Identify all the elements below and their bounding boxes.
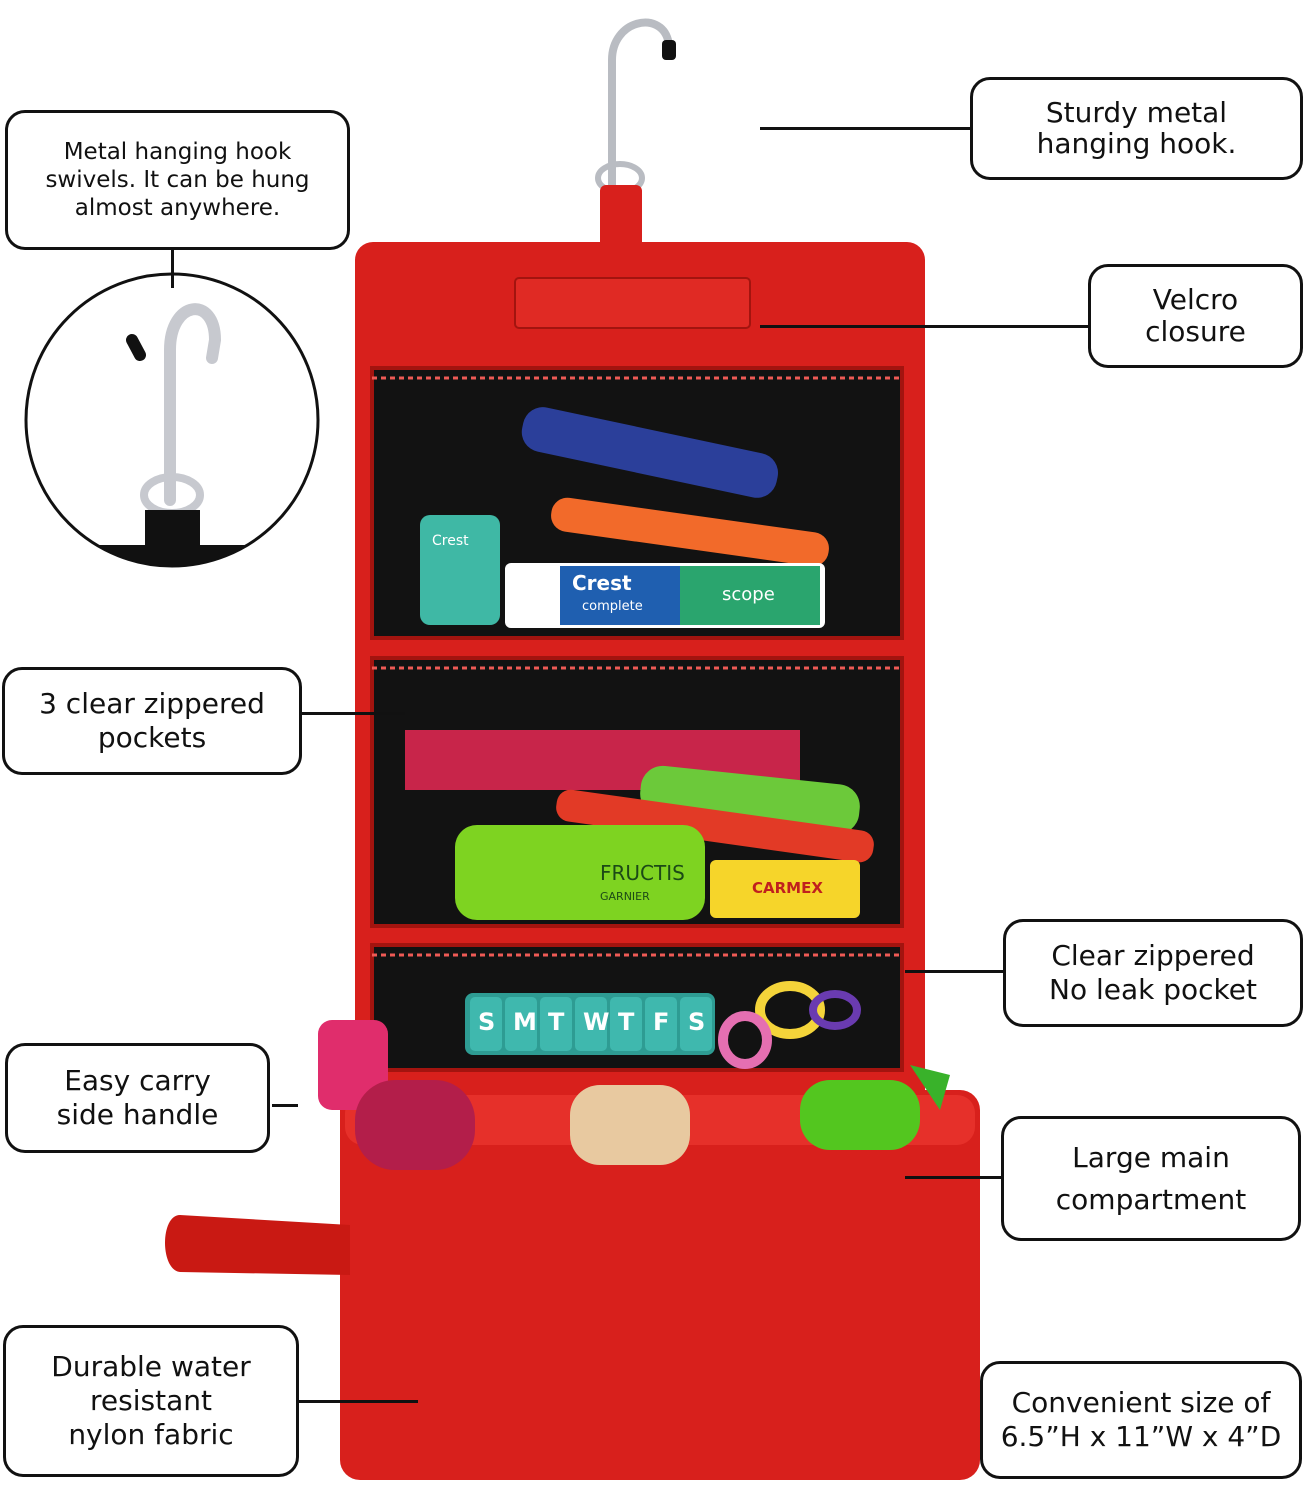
leader-fabric: [298, 1400, 418, 1403]
pill-compartment: [645, 997, 677, 1051]
bag-flap: [355, 242, 925, 1112]
leader-side-handle: [272, 1104, 298, 1107]
shampoo-brand-text: FRUCTIS: [600, 861, 685, 885]
pill-compartment: [610, 997, 642, 1051]
pill-compartment: [680, 997, 712, 1051]
lip-balm-text: CARMEX: [752, 879, 823, 897]
callout-hook-swivel: Metal hanging hook swivels. It can be hu…: [5, 110, 350, 250]
bag-base: [165, 1020, 980, 1480]
toothpaste-scope-text: scope: [722, 584, 775, 605]
pill-day-letter: S: [688, 1008, 705, 1036]
shampoo-maker-text: GARNIER: [600, 890, 650, 903]
leader-main-compartment: [905, 1176, 1003, 1179]
callout-sturdy-hook: Sturdy metal hanging hook.: [970, 77, 1303, 180]
pill-compartment: [540, 997, 572, 1051]
hanging-hook: [595, 18, 676, 250]
pill-day-letter: F: [653, 1008, 669, 1036]
pill-day-letter: S: [478, 1008, 495, 1036]
pill-compartment: [575, 997, 607, 1051]
leader-no-leak: [905, 970, 1005, 973]
leader-zippered-pockets: [300, 712, 405, 715]
callout-zippered-pockets: 3 clear zippered pockets: [2, 667, 302, 775]
leader-sturdy-hook: [760, 127, 972, 130]
callout-velcro: Velcro closure: [1088, 264, 1303, 368]
pill-compartment: [470, 997, 502, 1051]
toothpaste-brand-text: Crest: [572, 571, 632, 595]
leader-hook-swivel: [171, 248, 174, 288]
pill-day-letter: W: [583, 1008, 609, 1036]
floss-brand-text: Crest: [432, 533, 469, 549]
callout-size: Convenient size of 6.5”H x 11”W x 4”D: [980, 1361, 1302, 1479]
toothpaste-sub-text: complete: [582, 599, 643, 614]
callout-fabric: Durable water resistant nylon fabric: [3, 1325, 299, 1477]
pill-day-letter: T: [548, 1008, 565, 1036]
callout-main-compartment: Large main compartment: [1001, 1116, 1301, 1241]
pocket-2-items: FRUCTIS GARNIER CARMEX: [405, 730, 874, 920]
callout-side-handle: Easy carry side handle: [5, 1043, 270, 1153]
pill-day-letter: T: [618, 1008, 635, 1036]
pill-compartment: [505, 997, 537, 1051]
hook-detail-circle: [24, 272, 320, 568]
pocket-1-items: Crest Crest complete scope: [420, 407, 829, 628]
callout-no-leak: Clear zippered No leak pocket: [1003, 919, 1303, 1027]
pill-day-letter: M: [513, 1008, 537, 1036]
leader-velcro: [760, 325, 1090, 328]
